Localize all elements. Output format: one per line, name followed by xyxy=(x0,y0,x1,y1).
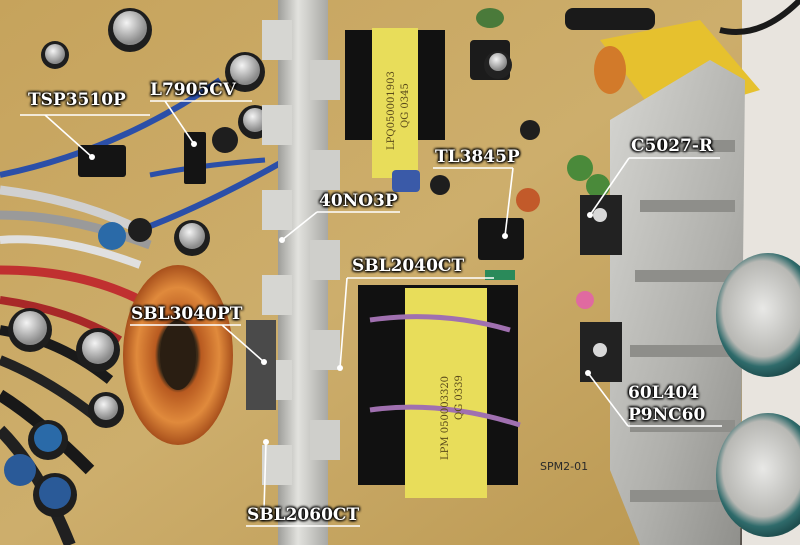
label-l7905cv: L7905CV xyxy=(150,80,236,100)
ic-tsp3510p xyxy=(78,145,126,177)
label-p9nc60: P9NC60 xyxy=(628,405,706,425)
transformer-bottom-print-2: QG 0339 xyxy=(454,375,465,420)
label-sbl3040pt: SBL3040PT xyxy=(131,304,243,324)
bulk-capacitors xyxy=(716,253,800,537)
transformer-top-print-2: QG 0345 xyxy=(400,83,411,128)
transformer-bottom: LPM 050003320 QG 0339 xyxy=(358,285,521,498)
ic-l7905cv xyxy=(184,132,206,184)
label-c5027r: C5027-R xyxy=(631,136,714,156)
label-60l404: 60L404 xyxy=(628,383,700,403)
annotation-lines xyxy=(20,100,722,527)
heatsink-left xyxy=(246,0,340,545)
transformer-bottom-print-1: LPM 050003320 xyxy=(440,376,451,460)
transistor-c5027r xyxy=(580,195,622,255)
label-tl3845p: TL3845P xyxy=(435,147,520,167)
label-sbl2040ct: SBL2040CT xyxy=(352,256,465,276)
label-tsp3510p: TSP3510P xyxy=(28,90,126,110)
annotation-dots xyxy=(89,141,593,445)
label-40no3p: 40NO3P xyxy=(319,191,398,211)
transformer-top-print-1: LPQ050001903 xyxy=(386,71,397,150)
pcb-print: SPM2-01 xyxy=(540,460,588,473)
transformer-top: LPQ050001903 QG 0345 xyxy=(345,28,445,178)
ic-tl3845p xyxy=(478,218,524,260)
capacitors-left xyxy=(4,8,272,517)
heatsink-right xyxy=(580,60,745,545)
label-sbl2060ct: SBL2060CT xyxy=(247,505,360,525)
